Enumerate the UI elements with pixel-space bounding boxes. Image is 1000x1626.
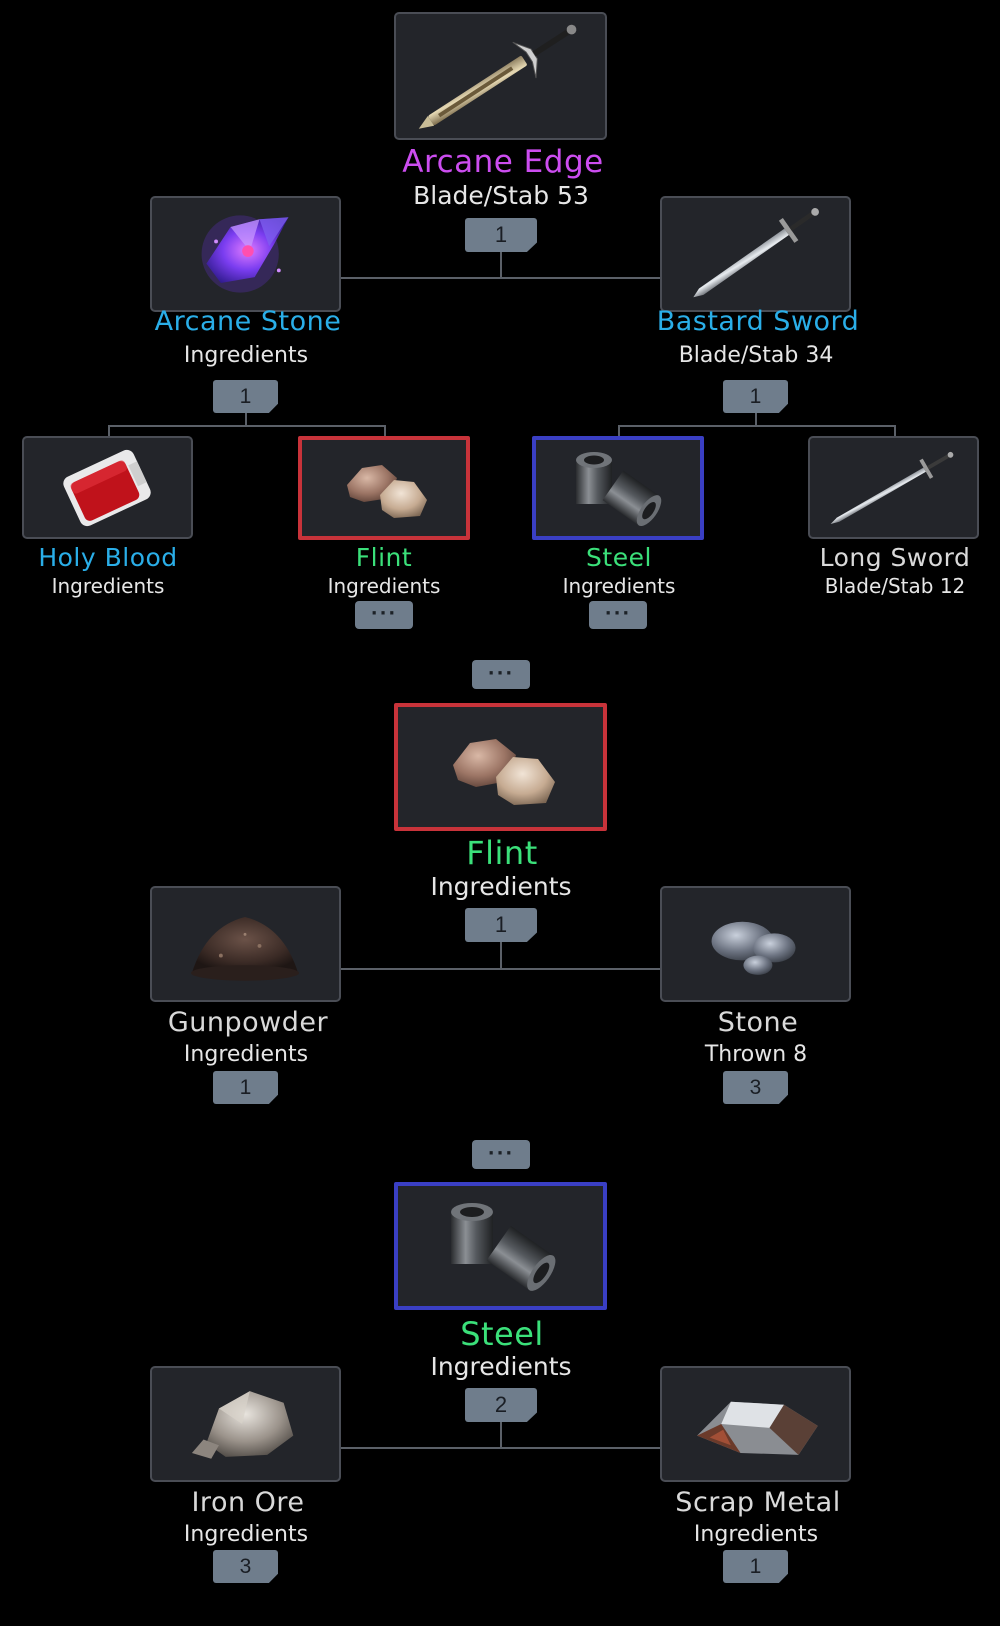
item-slot-long-sword[interactable] [808,436,979,539]
quantity-badge: 3 [213,1550,278,1583]
flint-icon [453,739,555,805]
quantity-badge: 1 [723,380,788,413]
item-slot-flint-root[interactable] [394,703,607,831]
item-name: Stone [717,1007,799,1038]
scrap-metal-icon [697,1401,818,1455]
connector-line [384,425,386,438]
long-sword-icon [830,451,954,525]
item-subtitle: Thrown 8 [704,1042,808,1067]
steel-icon [451,1203,556,1291]
expand-button[interactable]: ··· [589,601,647,629]
item-subtitle: Ingredients [183,1522,309,1547]
item-subtitle: Ingredients [562,574,676,598]
connector-line [245,412,247,426]
quantity-badge: 3 [723,1071,788,1104]
item-slot-stone[interactable] [660,886,851,1002]
connector-line [755,412,757,426]
item-subtitle: Ingredients [183,1042,309,1067]
item-name: Iron Ore [191,1487,305,1518]
crystal-icon [201,215,289,293]
item-slot-steel[interactable] [532,436,704,540]
quantity-badge: 2 [465,1388,537,1422]
connector-line [618,425,896,427]
quantity-badge: 1 [213,1071,278,1104]
connector-line [618,425,620,438]
flint-icon [347,465,427,518]
item-name: Flint [355,543,413,572]
connector-line [338,277,661,279]
item-name: Steel [460,1315,544,1353]
quantity-badge: 1 [465,218,537,252]
sword-ornate-icon [418,24,577,129]
item-slot-iron-ore[interactable] [150,1366,341,1482]
item-name: Bastard Sword [656,306,860,337]
expand-button[interactable]: ··· [472,660,530,689]
item-subtitle: Ingredients [693,1522,819,1547]
quantity-badge: 1 [723,1550,788,1583]
item-slot-arcane-stone[interactable] [150,196,341,312]
stone-icon [711,921,796,975]
expand-button[interactable]: ··· [355,601,413,629]
sword-icon [693,208,819,298]
connector-line [338,968,661,970]
item-subtitle: Ingredients [327,574,441,598]
item-slot-scrap-metal[interactable] [660,1366,851,1482]
blood-pack-icon [63,449,151,527]
item-slot-gunpowder[interactable] [150,886,341,1002]
item-slot-holy-blood[interactable] [22,436,193,539]
connector-line [500,1420,502,1449]
item-subtitle: Ingredients [183,343,309,368]
item-name: Flint [466,834,538,872]
quantity-badge: 1 [213,380,278,413]
item-name: Holy Blood [38,543,178,572]
item-subtitle: Ingredients [51,574,165,598]
item-slot-bastard-sword[interactable] [660,196,851,312]
item-subtitle: Blade/Stab 34 [678,343,834,368]
connector-line [500,940,502,969]
item-slot-arcane-edge[interactable] [394,12,607,140]
connector-line [500,250,502,278]
item-subtitle: Blade/Stab 12 [824,574,966,598]
quantity-badge: 1 [465,908,537,942]
item-name: Gunpowder [167,1007,329,1038]
connector-line [338,1447,661,1449]
connector-line [894,425,896,438]
gunpowder-icon [190,916,300,981]
item-name: Steel [586,543,652,572]
expand-button[interactable]: ··· [472,1140,530,1169]
item-name: Scrap Metal [675,1487,841,1518]
item-subtitle: Ingredients [430,872,572,901]
item-slot-flint[interactable] [298,436,470,540]
item-slot-steel-root[interactable] [394,1182,607,1310]
connector-line [108,425,110,438]
iron-ore-icon [191,1391,294,1459]
item-name: Arcane Stone [154,306,342,337]
item-subtitle: Ingredients [430,1352,572,1381]
item-subtitle: Blade/Stab 53 [413,181,589,210]
connector-line [108,425,386,427]
item-name: Long Sword [819,543,971,572]
steel-icon [576,452,662,527]
item-name: Arcane Edge [402,144,604,180]
